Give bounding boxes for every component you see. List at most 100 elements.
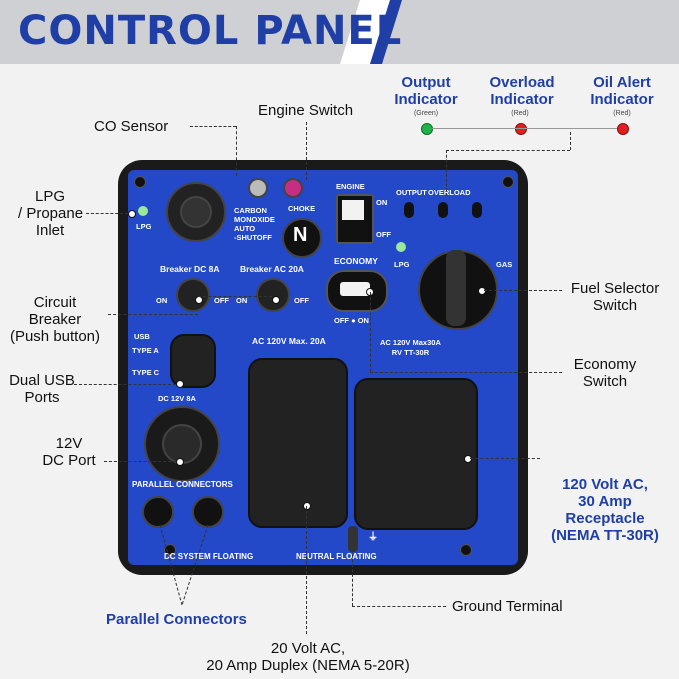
usb-type-a-label: TYPE A bbox=[132, 346, 159, 355]
breaker-dc-label: Breaker DC 8A bbox=[160, 264, 220, 274]
output-panel-label: OUTPUT bbox=[396, 188, 427, 197]
indicator-connector-line bbox=[432, 128, 617, 129]
economy-label: ECONOMY bbox=[334, 256, 378, 266]
breaker-ac-button[interactable] bbox=[256, 278, 290, 312]
overload-panel-label: OVERLOAD bbox=[428, 188, 471, 197]
neutral-floating-label: NEUTRAL FLOATING bbox=[296, 552, 377, 561]
overload-indicator-dot bbox=[515, 123, 527, 135]
fuel-gas-label: GAS bbox=[496, 260, 513, 269]
usb-callout-point bbox=[176, 380, 184, 388]
lpg-inlet-cap bbox=[180, 196, 212, 228]
engine-switch-callout: Engine Switch bbox=[258, 102, 354, 119]
breaker-ac-on-label: ON bbox=[236, 296, 248, 305]
oil-alert-indicator-dot bbox=[617, 123, 629, 135]
duplex-callout-point bbox=[303, 502, 311, 510]
co-sensor-light bbox=[248, 178, 268, 198]
co-sensor-callout: CO Sensor bbox=[94, 118, 169, 135]
ground-leader bbox=[352, 540, 353, 606]
breaker-ac-label: Breaker AC 20A bbox=[240, 264, 304, 274]
output-indicator-color-note: (Green) bbox=[413, 110, 439, 117]
duplex-receptacle-cover[interactable] bbox=[248, 358, 348, 528]
indicator-leader bbox=[446, 150, 570, 151]
breaker-leader bbox=[198, 296, 272, 297]
parallel-connectors-callout: Parallel Connectors bbox=[106, 611, 247, 628]
parallel-connector-right[interactable] bbox=[192, 496, 224, 528]
duplex-receptacle-callout: 20 Volt AC,20 Amp Duplex (NEMA 5-20R) bbox=[206, 640, 410, 674]
engine-label: ENGINE bbox=[336, 182, 365, 191]
breaker-leader bbox=[108, 314, 198, 315]
ground-terminal-callout: Ground Terminal bbox=[452, 598, 563, 615]
indicator-leader bbox=[446, 150, 447, 196]
economy-leader bbox=[370, 372, 562, 373]
overload-indicator-light bbox=[438, 202, 448, 218]
rv-leader bbox=[470, 458, 540, 459]
economy-leader bbox=[370, 292, 371, 372]
breaker-callout-point bbox=[272, 296, 280, 304]
choke-label: CHOKE bbox=[288, 204, 316, 213]
choke-knob[interactable] bbox=[282, 218, 322, 258]
choke-knob-symbol: N bbox=[293, 224, 308, 246]
header-band bbox=[0, 0, 679, 64]
fuel-leader bbox=[484, 290, 562, 291]
co-alert-light bbox=[283, 178, 303, 198]
breaker-ac-off-label: OFF bbox=[294, 296, 309, 305]
indicator-leader bbox=[570, 132, 571, 150]
dc-floating-label: DC SYSTEM FLOATING bbox=[164, 552, 254, 561]
usb-label: USB bbox=[134, 332, 150, 341]
oil-alert-indicator-light bbox=[472, 202, 482, 218]
dc-leader bbox=[104, 461, 176, 462]
screw bbox=[164, 544, 176, 556]
rv-receptacle-cover[interactable] bbox=[354, 378, 478, 530]
co-leader bbox=[190, 126, 236, 127]
page-title: CONTROL PANEL bbox=[18, 8, 403, 54]
engine-leader bbox=[306, 122, 307, 180]
ac-20a-label: AC 120V Max. 20A bbox=[252, 336, 326, 346]
lpg-light bbox=[138, 206, 148, 216]
oil-alert-indicator-color-note: (Red) bbox=[613, 110, 631, 117]
dc-callout-point bbox=[176, 458, 184, 466]
header-stripe bbox=[340, 0, 402, 64]
screw bbox=[134, 176, 146, 188]
breaker-callout-point bbox=[195, 296, 203, 304]
breaker-dc-on-label: ON bbox=[156, 296, 168, 305]
parallel-leader bbox=[159, 524, 209, 606]
engine-off-label: OFF bbox=[376, 230, 391, 239]
ground-symbol: ⏚ bbox=[368, 532, 378, 543]
fuel-callout-point bbox=[478, 287, 486, 295]
fuel-lpg-light bbox=[396, 242, 406, 252]
fuel-lpg-label: LPG bbox=[394, 260, 410, 269]
economy-switch-rocker bbox=[340, 282, 370, 296]
usb-ports-cover[interactable] bbox=[170, 334, 216, 388]
ground-leader bbox=[352, 606, 446, 607]
engine-on-label: ON bbox=[376, 198, 388, 207]
duplex-leader bbox=[306, 506, 307, 634]
dc-12v-label: DC 12V 8A bbox=[158, 394, 196, 403]
breaker-dc-off-label: OFF bbox=[214, 296, 229, 305]
usb-type-c-label: TYPE C bbox=[132, 368, 160, 377]
parallel-connector-left[interactable] bbox=[142, 496, 174, 528]
output-indicator-dot bbox=[421, 123, 433, 135]
overload-indicator-color-note: (Red) bbox=[511, 110, 529, 117]
screw bbox=[460, 544, 472, 556]
ground-terminal[interactable] bbox=[348, 526, 358, 552]
parallel-panel-label: PARALLEL CONNECTORS bbox=[132, 480, 233, 489]
breaker-dc-button[interactable] bbox=[176, 278, 210, 312]
economy-off-on-label: OFF ● ON bbox=[334, 316, 369, 325]
screw bbox=[502, 176, 514, 188]
lpg-panel-label: LPG bbox=[136, 222, 152, 231]
rv-callout-point bbox=[464, 455, 472, 463]
output-indicator-light bbox=[404, 202, 414, 218]
